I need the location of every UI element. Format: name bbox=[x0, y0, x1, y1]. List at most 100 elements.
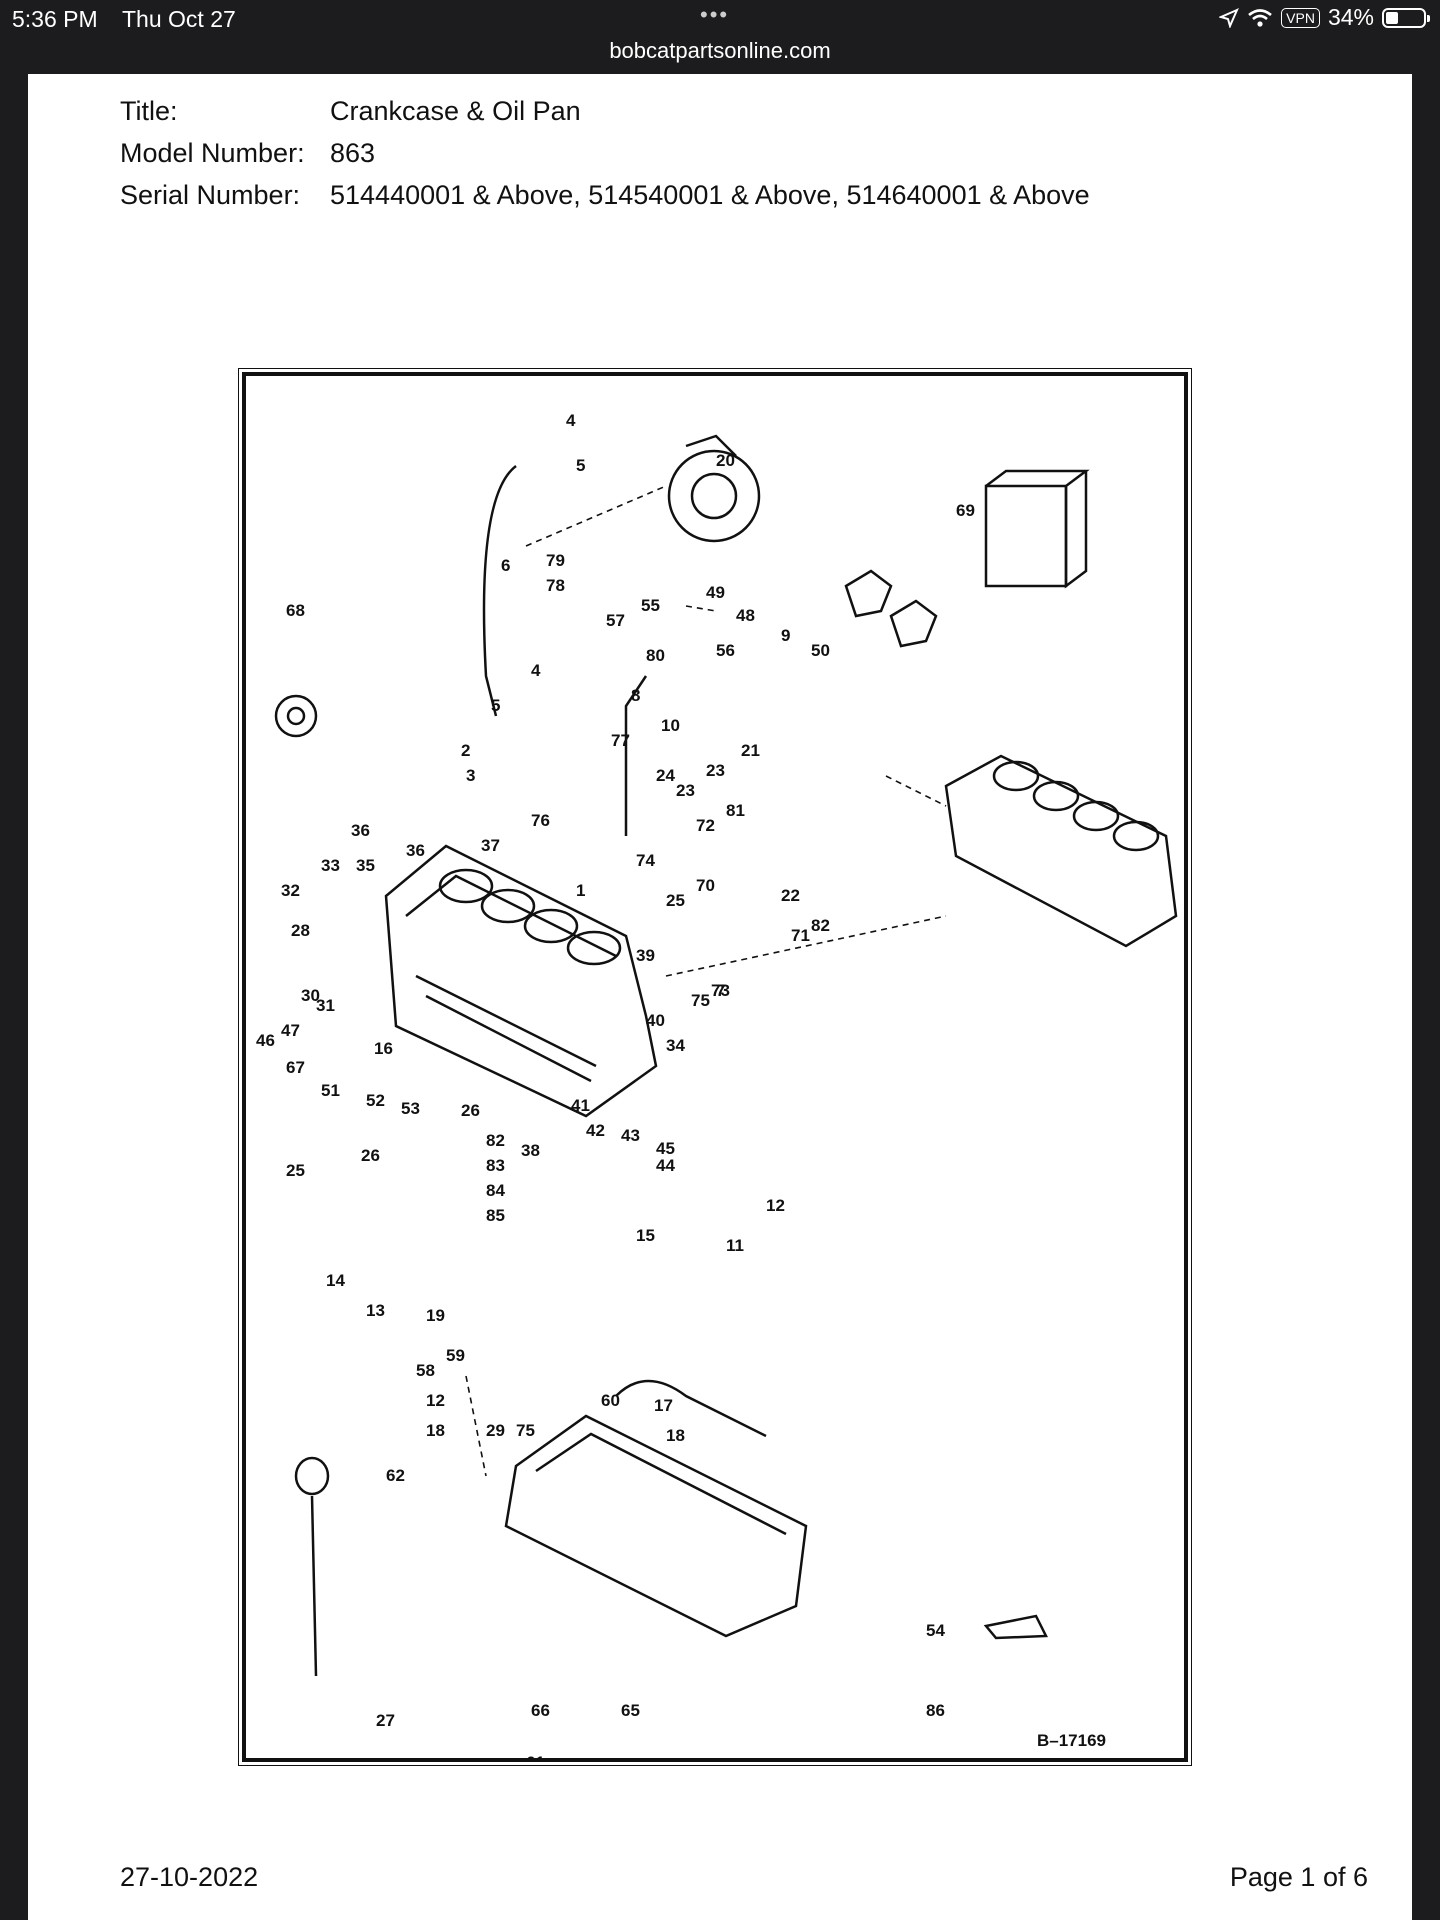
location-arrow-icon bbox=[1219, 7, 1240, 28]
callout-58: 58 bbox=[416, 1361, 435, 1380]
callout-40: 40 bbox=[646, 1011, 665, 1030]
callout-71: 71 bbox=[791, 926, 810, 945]
callout-18: 18 bbox=[666, 1426, 685, 1445]
document-header: Title: Crankcase & Oil Pan Model Number: 8… bbox=[120, 96, 1090, 222]
callout-16: 16 bbox=[374, 1039, 393, 1058]
callout-31: 31 bbox=[316, 996, 335, 1015]
callout-19: 19 bbox=[426, 1306, 445, 1325]
callout-46: 46 bbox=[256, 1031, 275, 1050]
callout-72: 72 bbox=[696, 816, 715, 835]
callout-70: 70 bbox=[696, 876, 715, 895]
callout-25: 25 bbox=[666, 891, 685, 910]
callout-5: 5 bbox=[491, 696, 500, 715]
url-text: bobcatpartsonline.com bbox=[609, 38, 831, 63]
callout-81: 81 bbox=[726, 801, 745, 820]
serial-value: 514440001 & Above, 514540001 & Above, 51… bbox=[330, 180, 1090, 210]
callout-44: 44 bbox=[656, 1156, 675, 1175]
callout-51: 51 bbox=[321, 1081, 340, 1100]
callout-35: 35 bbox=[356, 856, 375, 875]
callout-75: 75 bbox=[516, 1421, 535, 1440]
callout-25: 25 bbox=[286, 1161, 305, 1180]
vpn-badge: VPN bbox=[1281, 7, 1320, 28]
document-page: Title: Crankcase & Oil Pan Model Number: 8… bbox=[28, 74, 1412, 1920]
callout-61: 61 bbox=[526, 1753, 545, 1758]
callout-53: 53 bbox=[401, 1099, 420, 1118]
callout-36: 36 bbox=[351, 821, 370, 840]
callout-6: 6 bbox=[501, 556, 510, 575]
callout-7: 7 bbox=[716, 981, 725, 1000]
callout-21: 21 bbox=[741, 741, 760, 760]
callout-1: 1 bbox=[576, 881, 585, 900]
callout-41: 41 bbox=[571, 1096, 590, 1115]
callout-26: 26 bbox=[461, 1101, 480, 1120]
title-value: Crankcase & Oil Pan bbox=[330, 96, 581, 126]
drawing-linework bbox=[274, 434, 1178, 1677]
wifi-icon bbox=[1248, 8, 1272, 27]
callout-82: 82 bbox=[486, 1131, 505, 1150]
callout-2: 2 bbox=[461, 741, 470, 760]
battery-icon bbox=[1382, 7, 1430, 28]
callout-29: 29 bbox=[486, 1421, 505, 1440]
callout-15: 15 bbox=[636, 1226, 655, 1245]
callout-60: 60 bbox=[601, 1391, 620, 1410]
callout-85: 85 bbox=[486, 1206, 505, 1225]
title-label: Title: bbox=[120, 96, 178, 126]
model-value: 863 bbox=[330, 138, 376, 168]
callout-73: 73 bbox=[711, 981, 730, 1000]
status-bar: 5:36 PM Thu Oct 27 ••• VPN 34% bbox=[0, 0, 1440, 36]
callout-13: 13 bbox=[366, 1301, 385, 1320]
callout-82: 82 bbox=[811, 916, 830, 935]
callout-66: 66 bbox=[531, 1701, 550, 1720]
callout-14: 14 bbox=[326, 1271, 345, 1290]
callout-17: 17 bbox=[654, 1396, 673, 1415]
callout-67: 67 bbox=[286, 1058, 305, 1077]
callout-4: 4 bbox=[531, 661, 541, 680]
callout-33: 33 bbox=[321, 856, 340, 875]
callout-23: 23 bbox=[676, 781, 695, 800]
callout-38: 38 bbox=[521, 1141, 540, 1160]
callout-43: 43 bbox=[621, 1126, 640, 1145]
model-label: Model Number: bbox=[120, 138, 305, 168]
callout-54: 54 bbox=[926, 1621, 945, 1640]
callout-59: 59 bbox=[446, 1346, 465, 1365]
callout-12: 12 bbox=[426, 1391, 445, 1410]
callout-22: 22 bbox=[781, 886, 800, 905]
battery-percent: 34% bbox=[1327, 4, 1374, 30]
callout-56: 56 bbox=[716, 641, 735, 660]
footer-page-number: Page 1 of 6 bbox=[1229, 1862, 1368, 1892]
callout-48: 48 bbox=[736, 606, 755, 625]
footer-date: 27-10-2022 bbox=[120, 1862, 259, 1892]
callout-62: 62 bbox=[386, 1466, 405, 1485]
callout-4: 4 bbox=[566, 411, 576, 430]
callout-75: 75 bbox=[691, 991, 710, 1010]
callout-80: 80 bbox=[646, 646, 665, 665]
callout-18: 18 bbox=[426, 1421, 445, 1440]
callout-36: 36 bbox=[406, 841, 425, 860]
callout-76: 76 bbox=[531, 811, 550, 830]
callout-57: 57 bbox=[606, 611, 625, 630]
callout-47: 47 bbox=[281, 1021, 300, 1040]
callout-28: 28 bbox=[291, 921, 310, 940]
callout-8: 8 bbox=[631, 686, 640, 705]
callout-26: 26 bbox=[361, 1146, 380, 1165]
status-date: Thu Oct 27 bbox=[122, 6, 236, 32]
status-time: 5:36 PM bbox=[12, 6, 98, 32]
callout-32: 32 bbox=[281, 881, 300, 900]
serial-label: Serial Number: bbox=[120, 180, 301, 210]
callout-42: 42 bbox=[586, 1121, 605, 1140]
callout-39: 39 bbox=[636, 946, 655, 965]
multitasking-dots-icon[interactable]: ••• bbox=[700, 2, 730, 27]
callout-11: 11 bbox=[726, 1236, 744, 1255]
callout-68: 68 bbox=[286, 601, 305, 620]
callout-20: 20 bbox=[716, 451, 735, 470]
callout-10: 10 bbox=[661, 716, 680, 735]
callout-23: 23 bbox=[706, 761, 725, 780]
callout-9: 9 bbox=[781, 626, 790, 645]
callout-84: 84 bbox=[486, 1181, 505, 1200]
callout-5: 5 bbox=[576, 456, 585, 475]
callout-74: 74 bbox=[636, 851, 655, 870]
address-bar[interactable]: bobcatpartsonline.com bbox=[0, 36, 1440, 74]
callout-45: 45 bbox=[656, 1139, 675, 1158]
